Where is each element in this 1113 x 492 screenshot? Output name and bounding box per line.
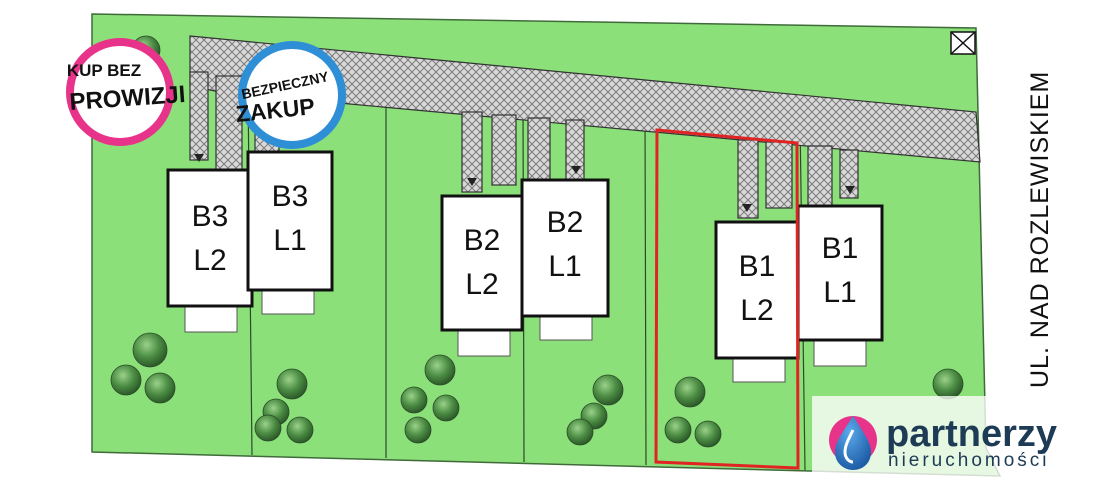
highlighted-plot-b1-l2[interactable]	[654, 128, 800, 470]
commission-badge: KUP BEZ PROWIZJI	[66, 38, 186, 146]
unit-labels: B3 L2 B3 L1 B2 L2 B2 L1 B1 L2 B1 L1	[192, 180, 859, 327]
unit-b2-l2-line1: B2	[464, 224, 501, 257]
street-label: UL. NAD ROZLEWISKIEM	[1026, 71, 1054, 388]
house-b3-l2[interactable]	[166, 168, 254, 308]
brand-name: partnerzy	[886, 413, 1057, 455]
unit-b3-l2-line1: B3	[192, 200, 229, 233]
unit-b1-l2-line2: L2	[740, 294, 773, 327]
brand-tagline: nieruchomości	[888, 450, 1050, 471]
terraces	[184, 289, 867, 383]
safe-purchase-badge-ring-icon	[238, 41, 346, 149]
unit-b1-l2-line1: B1	[739, 250, 776, 283]
unit-b2-l1-line1: B2	[547, 206, 584, 239]
house-b1-l1[interactable]	[796, 204, 884, 342]
drop-logo-icon	[829, 416, 877, 470]
driveway-arrows	[194, 154, 855, 212]
commission-badge-ring-icon	[66, 38, 174, 146]
house-b1-l2[interactable]	[714, 220, 800, 360]
unit-b2-l2-line2: L2	[465, 268, 498, 301]
unit-b3-l1-line1: B3	[272, 180, 309, 213]
unit-b1-l1-line1: B1	[822, 232, 859, 265]
house-b2-l1[interactable]	[520, 178, 610, 318]
boundary-marker-icon	[950, 31, 976, 55]
unit-b3-l1-line2: L1	[273, 224, 306, 257]
safe-purchase-badge: BEZPIECZNY ZAKUP	[234, 41, 346, 149]
unit-b3-l2-line2: L2	[193, 244, 226, 277]
commission-badge-line1: KUP BEZ	[67, 61, 141, 80]
house-b2-l2[interactable]	[440, 194, 524, 332]
unit-b2-l1-line2: L1	[548, 250, 581, 283]
brand-logo: partnerzy nieruchomości	[812, 396, 1108, 488]
house-b3-l1[interactable]	[246, 150, 334, 292]
unit-b1-l1-line2: L1	[823, 276, 856, 309]
houses	[166, 150, 884, 360]
